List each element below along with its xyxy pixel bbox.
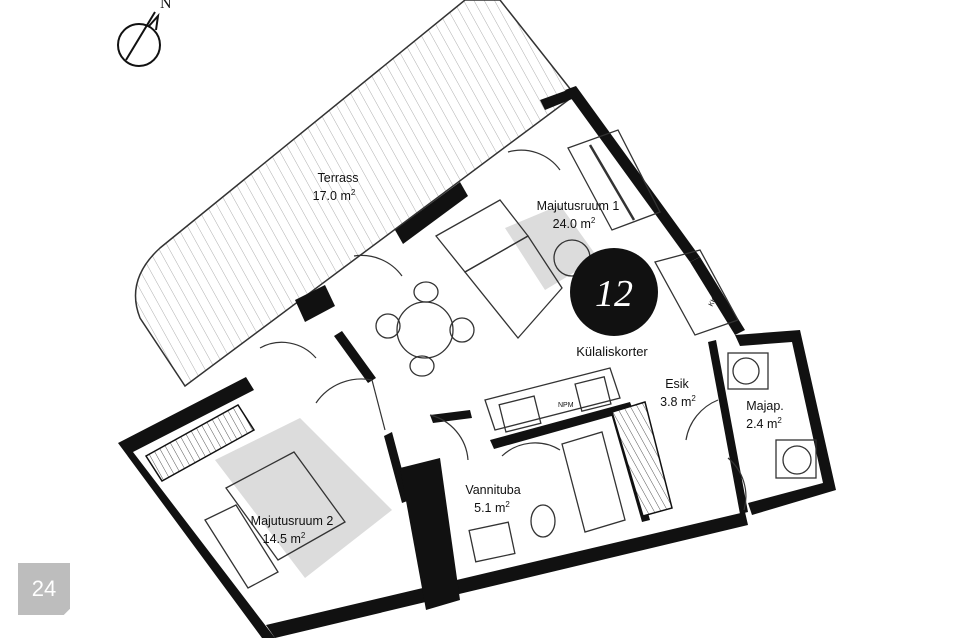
room-area-unit: m [340,189,350,203]
room-area-sup: 2 [777,416,782,425]
fridge-label: KK [708,296,719,308]
room-label-bedroom2: Majutusruum 2 14.5 m2 [251,514,334,546]
rug-bedroom2 [215,418,392,578]
room-area: 2.4 [746,417,763,431]
room-name: Majutusruum 1 [537,199,620,213]
exterior-walls [118,86,836,638]
room-area: 17.0 [313,189,337,203]
room-area: 14.5 [263,532,287,546]
compass-north-label: N [160,0,172,12]
room-area-sup: 2 [505,500,510,509]
terrace-deck [134,0,577,388]
room-area-unit: m [767,417,777,431]
room-label-bath: Vannituba 5.1 m2 [465,483,520,515]
svg-text:14.5 m2: 14.5 m2 [263,531,306,546]
svg-text:17.0 m2: 17.0 m2 [313,188,356,203]
svg-text:3.8 m2: 3.8 m2 [660,394,696,409]
svg-text:24.0 m2: 24.0 m2 [553,216,596,231]
wardrobe-bedroom2 [144,404,256,482]
door-swings [259,149,747,511]
page-number: 24 [31,576,57,601]
svg-text:2.4 m2: 2.4 m2 [746,416,782,431]
dishwasher-label: NPM [558,402,574,409]
room-area-sup: 2 [591,216,596,225]
room-label-terrace: Terrass 17.0 m2 [313,171,359,203]
room-area-unit: m [495,501,505,515]
rug-bedroom1 [505,205,598,290]
room-name: Terrass [318,171,359,185]
room-area-sup: 2 [691,394,696,403]
apartment-number: 12 [595,273,633,315]
wardrobe-hall [611,401,673,517]
room-area-unit: m [290,532,300,546]
room-area-unit: m [580,217,590,231]
page-number-badge: 24 [18,563,70,615]
room-area: 24.0 [553,217,577,231]
north-compass-icon: N [117,0,172,67]
apartment-number-badge: 12 [570,248,658,336]
room-name: Majutusruum 2 [251,514,334,528]
room-area: 3.8 [660,395,677,409]
room-area: 5.1 [474,501,491,515]
room-label-utility: Majap. 2.4 m2 [746,399,784,431]
room-area-sup: 2 [301,531,306,540]
svg-text:5.1 m2: 5.1 m2 [474,500,510,515]
room-name: Majap. [746,399,784,413]
room-name: Esik [665,377,689,391]
room-label-bedroom1: Majutusruum 1 24.0 m2 [537,199,620,231]
furniture [204,129,817,589]
room-area-sup: 2 [351,188,356,197]
apartment-type-label: Külaliskorter [576,344,648,359]
room-label-hall: Esik 3.8 m2 [660,377,696,409]
room-area-unit: m [681,395,691,409]
room-name: Vannituba [465,483,520,497]
